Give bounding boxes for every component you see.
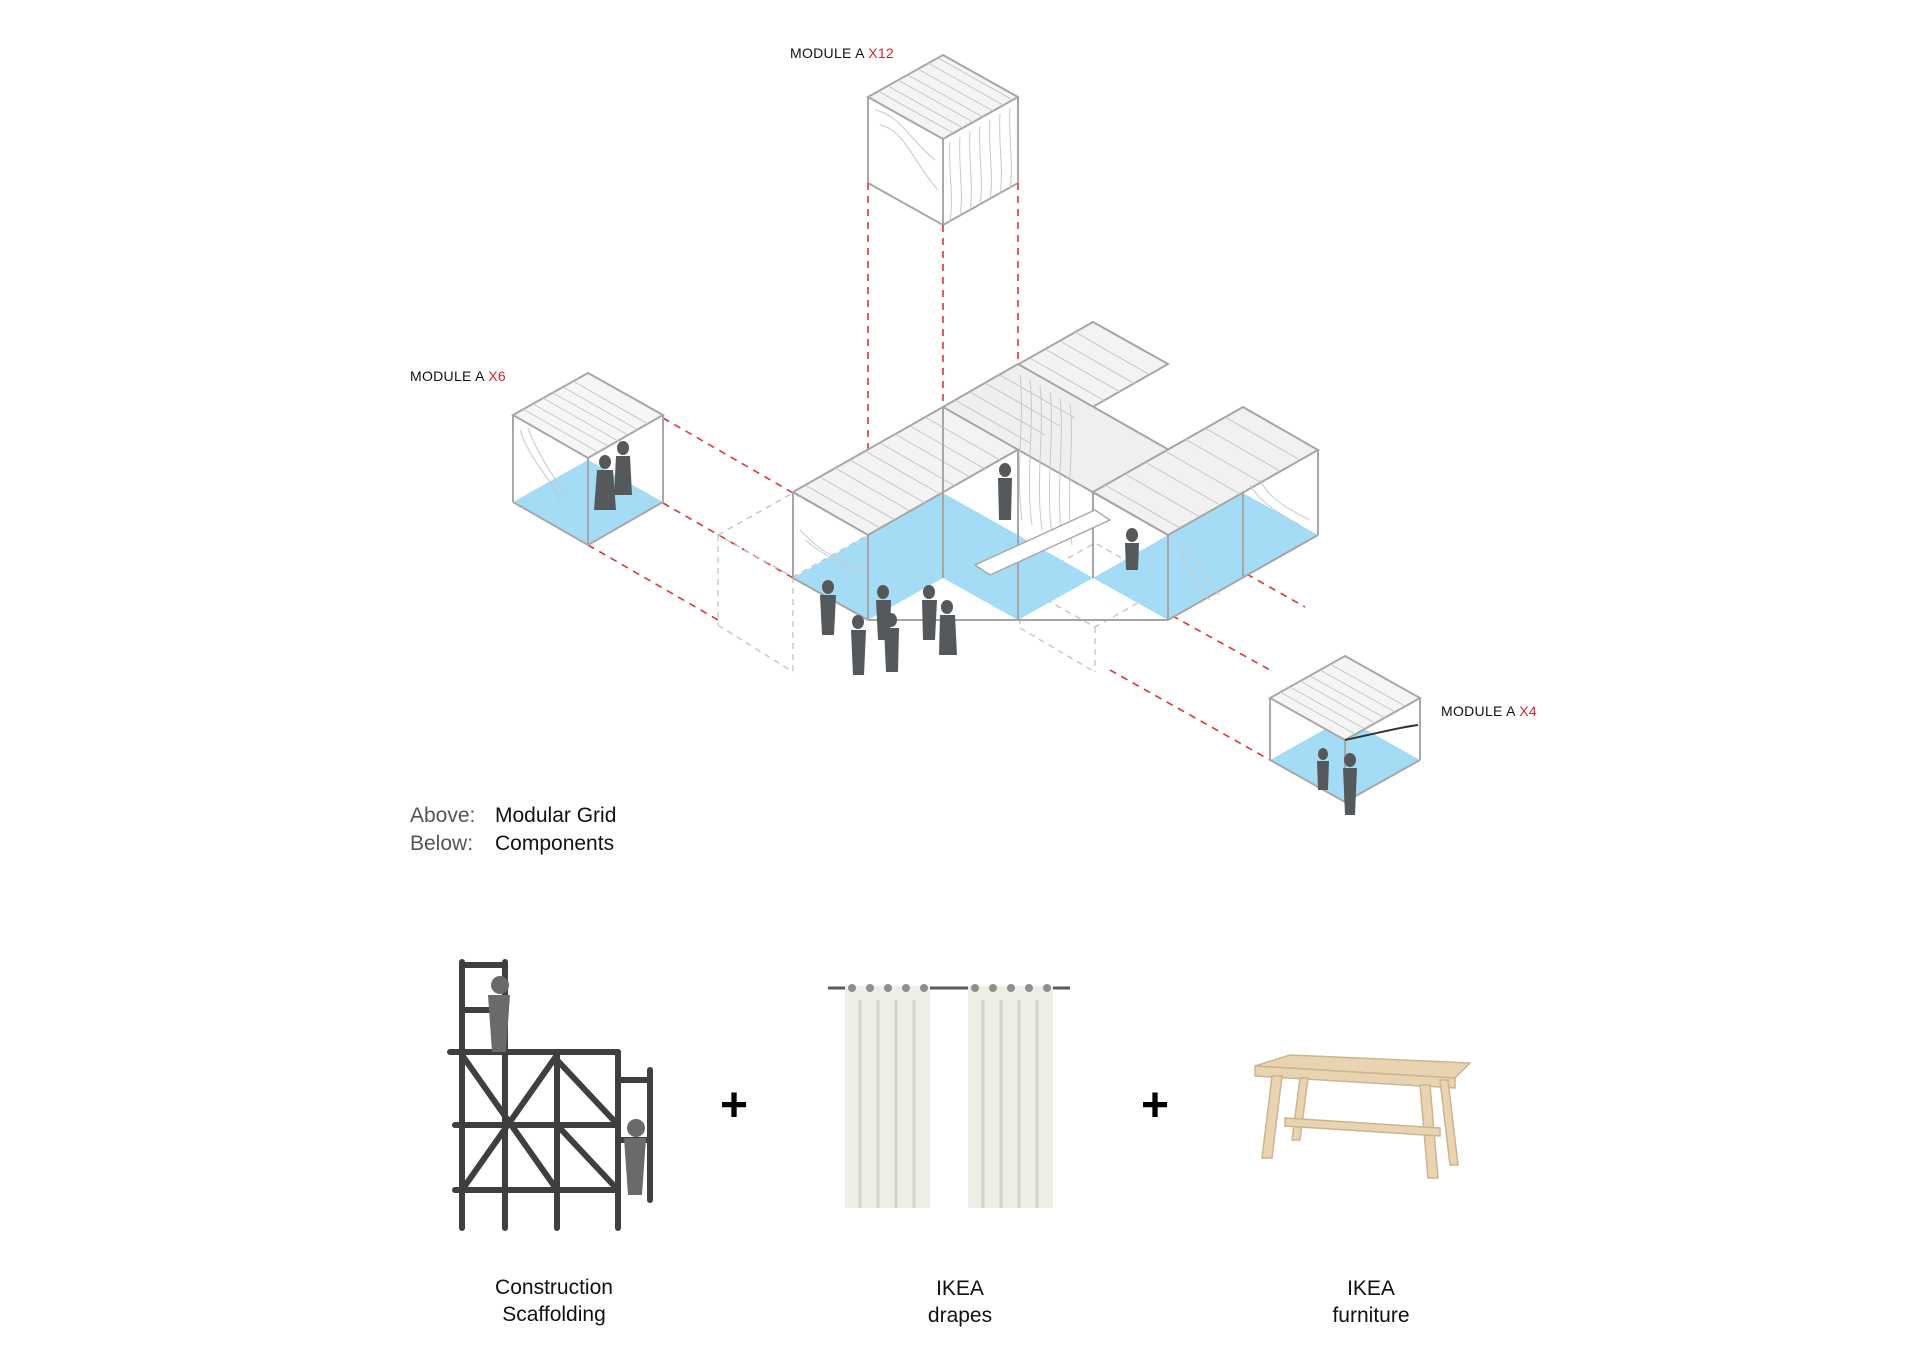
- component-drapes-caption: IKEA drapes: [840, 1275, 1080, 1329]
- component-furniture-caption: IKEA furniture: [1251, 1275, 1491, 1329]
- caption-below-value: Components: [495, 832, 615, 855]
- module-x12-unit: [865, 53, 1021, 226]
- scaffolding-illustration: [447, 959, 653, 1231]
- drapes-illustration: [828, 984, 1070, 1208]
- central-grid: [790, 320, 1321, 675]
- component-scaffolding-line1: Construction: [495, 1276, 613, 1299]
- caption-above-key: Above:: [410, 804, 476, 827]
- module-x6-count: X6: [488, 368, 506, 384]
- component-furniture-line1: IKEA: [1347, 1277, 1395, 1300]
- plus-sign-2: +: [1141, 1079, 1170, 1132]
- caption-below-key: Below:: [410, 832, 474, 855]
- component-scaffolding-caption: Construction Scaffolding: [434, 1274, 674, 1328]
- component-drapes-line1: IKEA: [936, 1277, 984, 1300]
- caption-above-value: Modular Grid: [495, 804, 617, 827]
- module-x4-count: X4: [1519, 703, 1537, 719]
- plus-sign-1: +: [720, 1079, 749, 1132]
- module-x4-label: MODULE A X4: [1441, 703, 1537, 719]
- bench-illustration: [1254, 1054, 1472, 1179]
- module-x12-label: MODULE A X12: [790, 45, 894, 61]
- module-x6-prefix: MODULE A: [410, 368, 484, 384]
- component-scaffolding-line2: Scaffolding: [502, 1303, 606, 1326]
- module-x6-label: MODULE A X6: [410, 368, 506, 384]
- component-drapes-line2: drapes: [927, 1304, 993, 1327]
- ghost-positions: [716, 492, 1172, 673]
- component-furniture-line2: furniture: [1332, 1304, 1410, 1327]
- module-x12-prefix: MODULE A: [790, 45, 864, 61]
- worker-figures: [488, 976, 646, 1195]
- module-x4-prefix: MODULE A: [1441, 703, 1515, 719]
- module-x6-unit: [510, 371, 666, 546]
- module-x4-unit: [1267, 654, 1423, 815]
- module-x12-count: X12: [868, 45, 894, 61]
